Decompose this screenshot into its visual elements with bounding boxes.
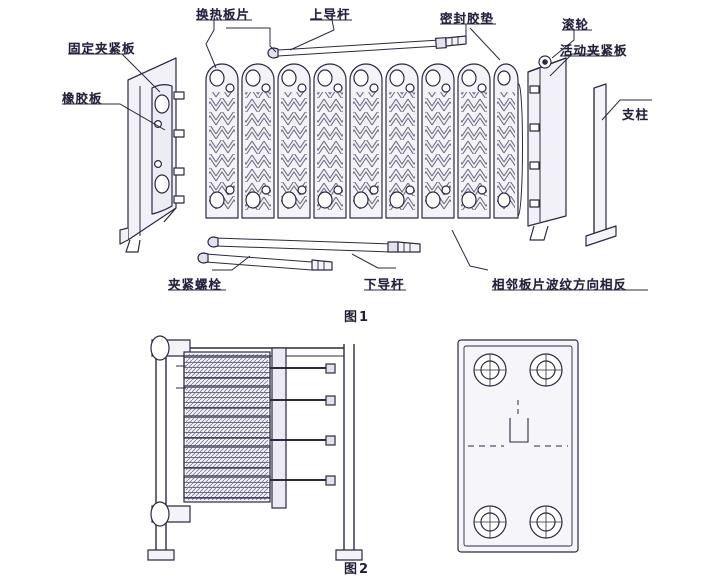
heat-exchange-plate [349,63,383,219]
heat-exchange-plate [241,63,275,219]
label-rubber-plate: 橡胶板 [62,91,103,106]
label-lower-guide-rod: 下导杆 [364,277,405,292]
label-fixed-clamping-plate: 固定夹紧板 [68,41,136,56]
label-clamping-bolt: 夹紧螺栓 [168,277,223,292]
tie-bolts [270,363,336,486]
clamping-bolt [197,252,333,271]
lower-guide-rod [207,236,421,253]
heat-exchange-plate [457,63,491,219]
support-column [585,83,617,247]
label-roller: 滚轮 [562,17,590,32]
caption-figure-1: 图1 [344,310,371,325]
label-movable-clamping-plate: 活动夹紧板 [560,43,628,58]
label-upper-guide-rod: 上导杆 [310,7,351,22]
roller [538,55,552,69]
upper-guide-rod [267,35,467,59]
heat-exchange-plate [385,63,419,219]
plate-pack [205,63,523,219]
label-seal-gasket: 密封胶垫 [440,11,495,26]
heat-exchange-plate [205,63,239,219]
plate-front-view [457,339,579,553]
label-underlines [62,19,652,291]
heat-exchange-plate [313,63,347,219]
heat-exchange-plate [277,63,311,219]
assembly-view [147,335,363,561]
label-corrugation-note: 相邻板片波纹方向相反 [492,277,628,292]
movable-clamping-plate [527,55,567,241]
heat-exchange-plate [421,63,455,219]
heat-exchange-plate [493,63,519,219]
label-support-column: 支柱 [622,107,650,122]
caption-figure-2: 图2 [344,562,371,577]
plate-rows [183,355,271,499]
fig1-group [62,19,652,291]
label-heat-exchange-plate: 换热板片 [196,7,251,22]
end-flange-bottom [150,501,191,527]
corner-ports [473,353,563,539]
fig2-group [147,335,579,561]
fixed-clamping-plate [119,57,185,253]
